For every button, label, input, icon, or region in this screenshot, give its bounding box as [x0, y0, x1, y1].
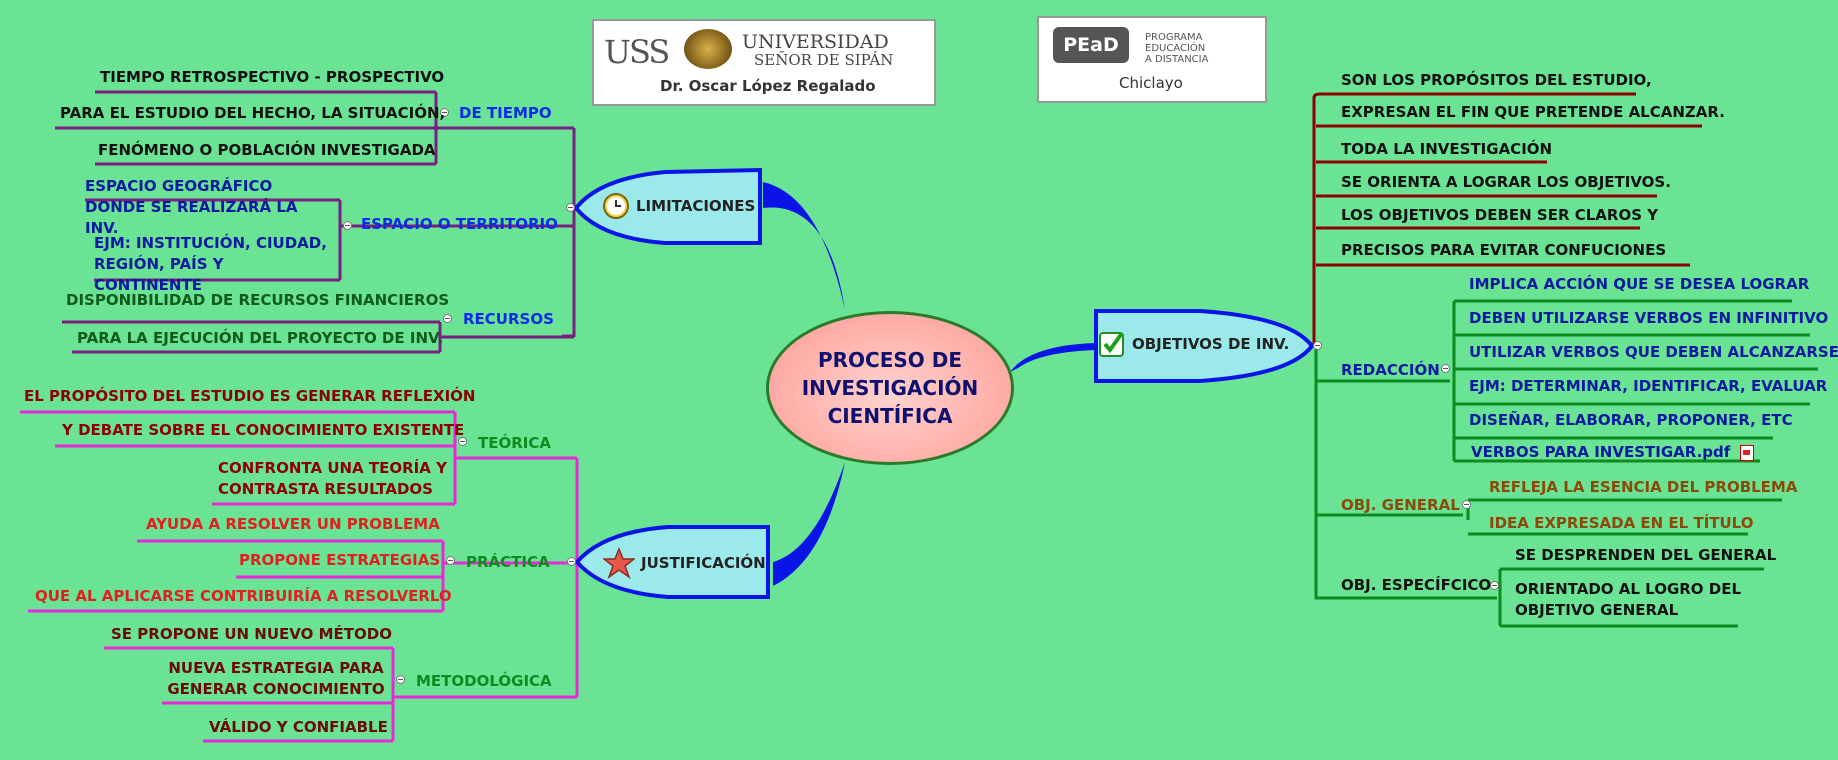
metodologica-label[interactable]: METODOLÓGICA: [416, 672, 552, 690]
de-tiempo-label[interactable]: DE TIEMPO: [459, 104, 552, 122]
pead-line3: A DISTANCIA: [1145, 54, 1209, 65]
de-tiempo-item: FENÓMENO O POBLACIÓN INVESTIGADA: [98, 141, 436, 159]
redaccion-item: UTILIZAR VERBOS QUE DEBEN ALCANZARSE: [1469, 343, 1838, 361]
author-name: Dr. Oscar López Regalado: [660, 77, 876, 95]
metodologica-collapse-icon[interactable]: [396, 675, 405, 684]
practica-item: AYUDA A RESOLVER UN PROBLEMA: [146, 515, 440, 533]
teorica-item: EL PROPÓSITO DEL ESTUDIO ES GENERAR REFL…: [24, 387, 476, 405]
justificacion-label: JUSTIFICACIÓN: [641, 554, 766, 572]
general-collapse-icon[interactable]: [1462, 500, 1471, 509]
teorica-collapse-icon[interactable]: [458, 437, 467, 446]
de-tiempo-collapse-icon[interactable]: [440, 108, 449, 117]
limitaciones-node[interactable]: LIMITACIONES: [602, 192, 755, 220]
central-topic-line3: CIENTÍFICA: [827, 404, 953, 428]
objetivos-statement: SE ORIENTA A LOGRAR LOS OBJETIVOS.: [1341, 173, 1671, 191]
redaccion-item: EJM: DETERMINAR, IDENTIFICAR, EVALUAR: [1469, 377, 1828, 395]
espacio-item: ESPACIO GEOGRÁFICO DONDE SE REALIZARÁ LA…: [85, 177, 298, 237]
general-item: IDEA EXPRESADA EN EL TÍTULO: [1489, 514, 1754, 532]
practica-collapse-icon[interactable]: [446, 556, 455, 565]
objetivos-label: OBJETIVOS DE INV.: [1132, 335, 1290, 353]
recursos-item: DISPONIBILIDAD DE RECURSOS FINANCIEROS: [66, 291, 450, 309]
practica-label[interactable]: PRÁCTICA: [466, 553, 550, 571]
recursos-label[interactable]: RECURSOS: [463, 310, 554, 328]
general-label[interactable]: OBJ. GENERAL: [1341, 496, 1460, 514]
recursos-item: PARA LA EJECUCIÓN DEL PROYECTO DE INV.: [77, 329, 444, 347]
central-topic-line2: INVESTIGACIÓN: [801, 376, 979, 400]
especifico-collapse-icon[interactable]: [1490, 581, 1499, 590]
especifico-item: ORIENTADO AL LOGRO DEL OBJETIVO GENERAL: [1515, 580, 1742, 619]
especifico-label[interactable]: OBJ. ESPECÍFCICO: [1341, 576, 1492, 594]
pead-logo: PEaD: [1053, 27, 1129, 63]
verbos-pdf-label: VERBOS PARA INVESTIGAR.pdf: [1471, 443, 1731, 461]
university-seal-icon: [684, 29, 732, 69]
pead-line2: EDUCACIÓN: [1145, 43, 1206, 54]
de-tiempo-item: PARA EL ESTUDIO DEL HECHO, LA SITUACIÓN,: [60, 104, 446, 122]
clock-icon: [602, 192, 630, 220]
justificacion-node[interactable]: JUSTIFICACIÓN: [603, 547, 766, 579]
practica-item: PROPONE ESTRATEGIAS: [239, 551, 441, 569]
redaccion-item: IMPLICA ACCIÓN QUE SE DESEA LOGRAR: [1469, 275, 1810, 293]
practica-item: QUE AL APLICARSE CONTRIBUIRÍA A RESOLVER…: [35, 587, 452, 605]
objetivos-statement: LOS OBJETIVOS DEBEN SER CLAROS Y: [1341, 206, 1659, 224]
central-topic[interactable]: PROCESO DE INVESTIGACIÓN CIENTÍFICA: [766, 311, 1014, 465]
metodologica-item: SE PROPONE UN NUEVO MÉTODO: [111, 625, 392, 643]
checkmark-icon: [1098, 330, 1126, 358]
pdf-icon: [1739, 444, 1754, 461]
objetivos-statement: TODA LA INVESTIGACIÓN: [1341, 140, 1553, 158]
objetivos-node[interactable]: OBJETIVOS DE INV.: [1098, 330, 1289, 358]
redaccion-collapse-icon[interactable]: [1441, 364, 1450, 373]
metodologica-item: NUEVA ESTRATEGIA PARA GENERAR CONOCIMIEN…: [167, 659, 385, 698]
teorica-label[interactable]: TEÓRICA: [478, 434, 551, 452]
limitaciones-collapse-icon[interactable]: [566, 203, 575, 212]
uss-header-box: USS UNIVERSIDAD SEÑOR DE SIPÁN Dr. Oscar…: [592, 19, 936, 106]
central-topic-line1: PROCESO DE: [817, 348, 963, 372]
general-item: REFLEJA LA ESENCIA DEL PROBLEMA: [1489, 478, 1798, 496]
objetivos-collapse-icon[interactable]: [1313, 341, 1322, 350]
redaccion-item: DISEÑAR, ELABORAR, PROPONER, ETC: [1469, 411, 1793, 429]
star-icon: [603, 547, 635, 579]
especifico-item: SE DESPRENDEN DEL GENERAL: [1515, 546, 1777, 564]
espacio-item: EJM: INSTITUCIÓN, CIUDAD, REGIÓN, PAÍS Y…: [94, 234, 327, 294]
uss-logo: USS: [604, 33, 670, 71]
espacio-collapse-icon[interactable]: [343, 221, 352, 230]
objetivos-statement: PRECISOS PARA EVITAR CONFUCIONES: [1341, 241, 1667, 259]
university-name-line1: UNIVERSIDAD: [742, 31, 889, 53]
verbos-pdf-link[interactable]: VERBOS PARA INVESTIGAR.pdf: [1471, 442, 1754, 463]
justificacion-collapse-icon[interactable]: [567, 557, 576, 566]
objetivos-statement: SON LOS PROPÓSITOS DEL ESTUDIO,: [1341, 71, 1652, 89]
pead-header-box: PEaD PROGRAMA EDUCACIÓN A DISTANCIA Chic…: [1037, 16, 1267, 103]
teorica-item: CONFRONTA UNA TEORÍA Y CONTRASTA RESULTA…: [218, 459, 447, 498]
metodologica-item: VÁLIDO Y CONFIABLE: [209, 718, 388, 736]
espacio-label[interactable]: ESPACIO O TERRITORIO: [361, 215, 558, 233]
objetivos-statement: EXPRESAN EL FIN QUE PRETENDE ALCANZAR.: [1341, 103, 1725, 121]
teorica-item: Y DEBATE SOBRE EL CONOCIMIENTO EXISTENTE: [62, 421, 465, 439]
recursos-collapse-icon[interactable]: [443, 314, 452, 323]
city-label: Chiclayo: [1119, 74, 1183, 92]
redaccion-item: DEBEN UTILIZARSE VERBOS EN INFINITIVO: [1469, 309, 1829, 327]
de-tiempo-item: TIEMPO RETROSPECTIVO - PROSPECTIVO: [100, 68, 445, 86]
pead-line1: PROGRAMA: [1145, 32, 1203, 43]
university-name-line2: SEÑOR DE SIPÁN: [754, 51, 894, 69]
limitaciones-label: LIMITACIONES: [636, 197, 756, 215]
redaccion-label[interactable]: REDACCIÓN: [1341, 361, 1440, 379]
